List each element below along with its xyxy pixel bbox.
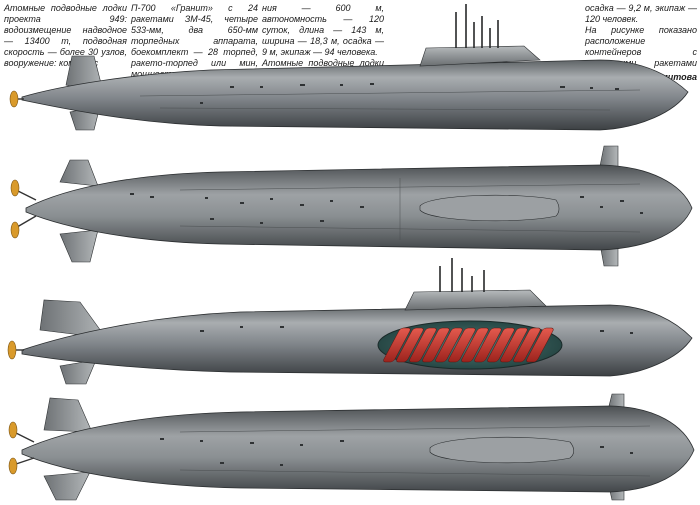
missile-container — [448, 327, 476, 363]
propeller-starboard — [8, 457, 18, 475]
periscope-masts — [439, 258, 485, 292]
propeller — [9, 90, 24, 108]
propeller-shafts — [10, 179, 37, 239]
caption-text-1: Атомные подводные лодки проекта 949: вод… — [4, 3, 127, 68]
missile-container — [383, 327, 411, 363]
missile-container — [461, 327, 489, 363]
missile-container — [422, 327, 450, 363]
hull-details — [139, 89, 641, 111]
propeller-port — [10, 179, 20, 197]
submarine-949a-top-view — [8, 393, 695, 501]
conning-tower-top — [429, 436, 575, 464]
hull-ports — [160, 438, 633, 466]
stern-plane-lower — [59, 229, 99, 263]
caption-column-1: Атомные подводные лодки проекта 949: вод… — [4, 3, 127, 69]
periscope-masts — [455, 4, 499, 48]
conning-tower — [419, 45, 541, 67]
stern-plane-lower — [43, 471, 91, 501]
propeller-starboard — [10, 221, 20, 239]
hull-ports — [200, 83, 619, 104]
missile-container — [500, 327, 528, 363]
hull — [21, 59, 689, 131]
hull — [21, 405, 695, 493]
missile-container — [409, 327, 437, 363]
caption-text-3a: ния — 600 м, автономность — 120 суток, д… — [262, 3, 384, 57]
hull — [21, 304, 693, 377]
missile-container — [487, 327, 515, 363]
lower-rudder — [59, 359, 97, 385]
missile-container — [474, 327, 502, 363]
hull-ports — [200, 326, 633, 334]
caption-text-4a: осадка — 9,2 м, экипаж — 120 человек. — [585, 3, 697, 24]
submarine-949-side-view — [9, 4, 689, 131]
conning-tower — [404, 289, 547, 311]
missile-container — [526, 327, 554, 363]
conning-tower-top — [419, 194, 560, 222]
stern-plane-upper — [59, 159, 99, 187]
hull-ports — [130, 193, 643, 224]
propeller-port — [8, 421, 18, 439]
missile-container — [435, 327, 463, 363]
stern-plane-upper — [43, 397, 93, 433]
propeller-shafts — [8, 421, 35, 475]
hull-details — [179, 178, 641, 240]
propeller — [7, 340, 24, 360]
hull-details — [179, 425, 651, 477]
missile-container — [396, 327, 424, 363]
submarine-949-top-view — [10, 145, 693, 267]
submarine-949a-side-cutaway — [7, 258, 693, 385]
missile-containers — [383, 327, 554, 363]
missile-container — [513, 327, 541, 363]
hull — [25, 164, 693, 251]
